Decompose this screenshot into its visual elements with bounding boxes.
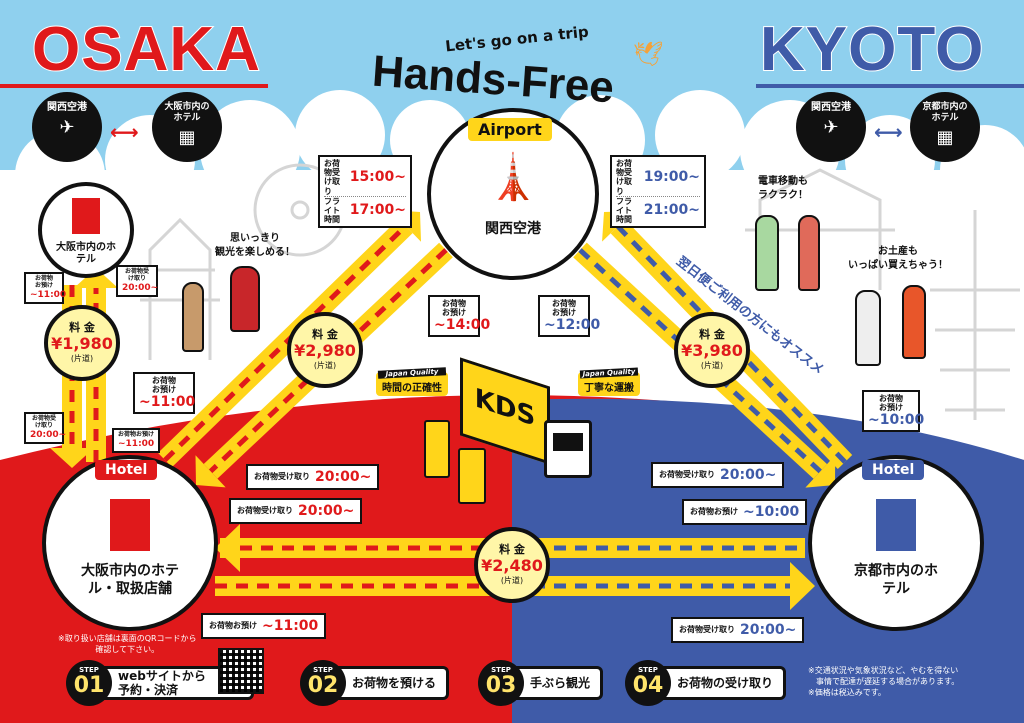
small-hotel-dropoff: お荷物お預け~11:00 (24, 272, 66, 305)
route-osaka-down-arrowhead (50, 448, 94, 468)
kyoto-hotel-node: 京都市内のホテル (808, 455, 984, 631)
bird-icon: 🕊 (633, 40, 664, 68)
tourist-illustration (855, 290, 881, 366)
osaka-hotel-node: 大阪市内のホテル・取扱店舗 (42, 455, 218, 631)
route-airport-to-osaka-dash (208, 248, 448, 474)
control-tower-icon: 🗼 (485, 152, 541, 203)
hotel-icon: ▦ (936, 126, 954, 148)
airport-dropoff-osaka: お荷物お預け~14:00 (428, 295, 490, 338)
osaka-to-airport-dropoff: お荷物お預け~11:00 (133, 372, 195, 415)
route-osaka-to-airport-dash (163, 224, 408, 462)
osaka-title: OSAKA (31, 14, 261, 85)
airport-dropoff-kyoto: お荷物お預け~12:00 (538, 295, 600, 338)
fare-osaka-local: 料 金¥1,980(片道) (44, 305, 120, 381)
hotel-icon: ▦ (178, 126, 196, 148)
airport-icon: ✈ (59, 117, 75, 138)
route-airport-to-kyoto-arrowhead (805, 455, 836, 488)
tourist-illustration (182, 282, 204, 352)
osaka-hotel-icon-circle: 大阪市内のホテル▦ (152, 92, 222, 162)
osaka-airport-icon-circle: 関西空港✈ (32, 92, 102, 162)
tourist-illustration (230, 266, 260, 332)
airport-icon: ✈ (823, 117, 839, 138)
osaka-dropoff-bottom: お荷物お預け~11:00 (201, 613, 327, 640)
fare-osaka-airport: 料 金¥2,980(片道) (287, 312, 363, 388)
airport-tag: Airport (468, 118, 552, 141)
osaka-small-hotel-node: 大阪市内のホテル (38, 182, 134, 278)
qr-code[interactable] (218, 648, 264, 694)
double-arrow-icon: ⟷ (110, 120, 139, 144)
kyoto-to-airport-dropoff: お荷物お預け~10:00 (862, 390, 924, 433)
route-kyoto-to-osaka-arrowhead (215, 524, 240, 572)
osaka-lower-dropoff: お荷物お預け~11:00 (112, 428, 160, 454)
store-note: ※取り扱い店舗は裏面のQRコードから 確認して下さい。 (58, 634, 197, 655)
kyoto-title: KYOTO (759, 14, 985, 85)
tourist-illustration (798, 215, 820, 291)
kyoto-hotel-tag: Hotel (862, 460, 925, 480)
route-osaka-up-arrowhead (74, 268, 118, 288)
fare-osaka-kyoto: 料 金¥2,480(片道) (474, 527, 550, 603)
hotel-icon (72, 198, 100, 234)
route-osaka-to-kyoto-arrowhead (790, 562, 815, 610)
tourist-illustration (755, 215, 779, 291)
disclaimer-note: ※交通状況や気象状況など、やむを得ない 事情で配達が遅延する場合があります。 ※… (808, 666, 960, 698)
kyoto-airport-icon-circle: 関西空港✈ (796, 92, 866, 162)
suitcase-icon (424, 420, 450, 478)
osaka-underline (0, 84, 268, 88)
speech-osaka: 思いっきり 観光を楽しめる！ (215, 233, 295, 258)
truck-cab (544, 420, 592, 478)
suitcase-icon (458, 448, 486, 504)
truck-label: KDS (474, 383, 536, 433)
kyoto-hotel-icon-circle: 京都市内のホテル▦ (910, 92, 980, 162)
kyoto-underline (756, 84, 1024, 88)
kyoto-dropoff-1: お荷物お預け~10:00 (682, 499, 808, 526)
fare-kyoto-airport: 料 金¥3,980(片道) (674, 312, 750, 388)
route-airport-to-osaka-arrowhead (195, 455, 226, 488)
speech-kyoto-souvenir: お土産も いっぱい買えちゃう！ (848, 246, 948, 271)
hotel-icon (110, 499, 150, 551)
hotel-icon (876, 499, 916, 551)
double-arrow-icon: ⟷ (874, 120, 903, 144)
airport-name: 関西空港 (485, 221, 541, 237)
osaka-hotel-tag: Hotel (95, 460, 158, 480)
tourist-illustration (902, 285, 926, 359)
speech-kyoto-train: 電車移動も ラクラク！ (758, 176, 808, 201)
